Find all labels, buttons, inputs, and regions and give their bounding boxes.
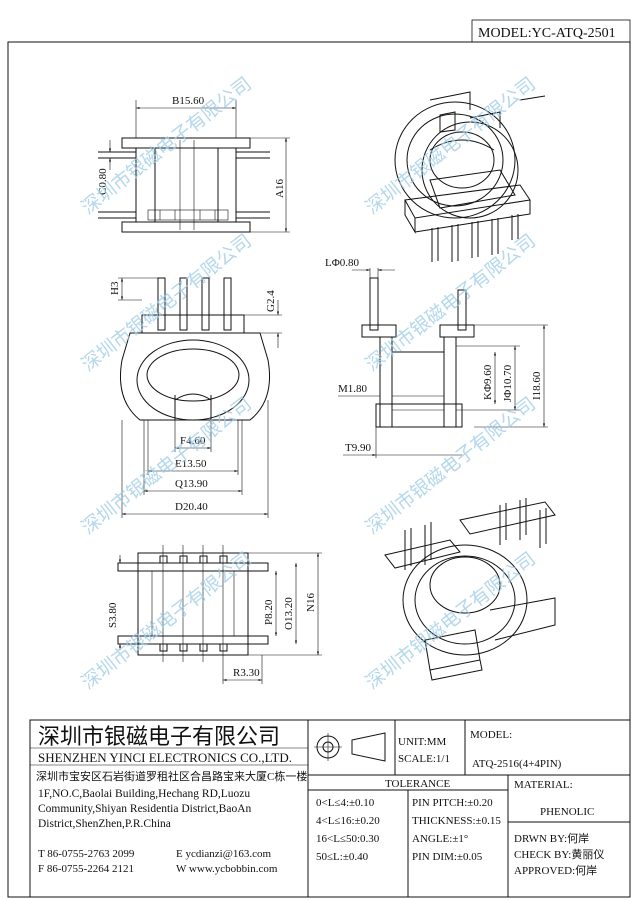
- dim-r: R3.30: [233, 667, 260, 679]
- isometric-view-top: [394, 91, 546, 262]
- dim-f: F4.60: [180, 435, 206, 447]
- tolerance-right: THICKNESS:±0.15: [412, 815, 501, 827]
- tolerance-left: 0<L≤4:±0.10: [316, 797, 375, 809]
- material-value: PHENOLIC: [540, 806, 594, 818]
- model-value: ATQ-2516(4+4PIN): [472, 758, 562, 770]
- drawn-by: DRWN BY:何岸: [514, 832, 589, 845]
- front-view: H3 G2.4 F4.60 E13.50 Q13.90 D20.40: [109, 277, 282, 518]
- email: E ycdianzi@163.com: [176, 848, 271, 860]
- company-name-cn: 深圳市银磁电子有限公司: [38, 724, 280, 749]
- watermark-text: 深圳市银磁电子有限公司: [362, 230, 540, 376]
- dim-d: D20.40: [175, 501, 208, 513]
- bottom-view: S3.80 P8.20 O13.20 N16 R3.30: [107, 545, 322, 684]
- title-block: 深圳市银磁电子有限公司 SHENZHEN YINCI ELECTRONICS C…: [29, 719, 631, 898]
- tolerance-left: 16<L≤50:0.30: [316, 833, 380, 845]
- tolerance-right: PIN PITCH:±0.20: [412, 797, 493, 809]
- scale-label: SCALE:1/1: [398, 753, 450, 765]
- watermark-text: 深圳市银磁电子有限公司: [362, 393, 540, 539]
- dim-t: T9.90: [345, 442, 371, 454]
- tolerance-right: PIN DIM:±0.05: [412, 851, 483, 863]
- dim-e: E13.50: [175, 458, 207, 470]
- isometric-view-bottom: [384, 498, 556, 681]
- side-section-view: LΦ0.80 KΦ9.60 JΦ10.70 I18.60 M1.80 T9.90: [325, 257, 548, 458]
- address-en-line: 1F,NO.C,Baolai Building,Hechang RD,Luozu: [38, 788, 250, 800]
- dim-a: A16: [274, 179, 286, 198]
- dim-j: JΦ10.70: [502, 364, 514, 402]
- dim-s: S3.80: [107, 602, 119, 628]
- website: W www.ycbobbin.com: [176, 863, 278, 875]
- model-label: MODEL:: [470, 729, 512, 741]
- checked-by: CHECK BY:黄丽仪: [514, 847, 604, 861]
- watermark-text: 深圳市银磁电子有限公司: [78, 73, 256, 219]
- dim-i: I18.60: [531, 371, 543, 400]
- fax: F 86-0755-2264 2121: [38, 863, 134, 875]
- tolerance-right: ANGLE:±1°: [412, 833, 468, 845]
- model-header: MODEL:YC-ATQ-2501: [478, 26, 616, 41]
- dim-g: G2.4: [265, 290, 277, 312]
- tolerance-title: TOLERANCE: [385, 778, 450, 790]
- dim-p: P8.20: [263, 599, 275, 625]
- dim-m: M1.80: [338, 383, 368, 395]
- address-cn: 深圳市宝安区石岩街道罗租社区合昌路宝来大厦C栋一楼: [36, 769, 307, 783]
- dim-n: N16: [305, 593, 317, 612]
- top-view: B15.60 C0.80 A16: [97, 95, 290, 233]
- address-en-line: Community,Shiyan Residentia District,Bao…: [38, 803, 252, 815]
- watermark-text: 深圳市银磁电子有限公司: [78, 393, 256, 539]
- dim-c: C0.80: [97, 168, 109, 195]
- tolerance-left: 4<L≤16:±0.20: [316, 815, 380, 827]
- dim-q: Q13.90: [175, 478, 208, 490]
- watermark-text: 深圳市银磁电子有限公司: [362, 548, 540, 694]
- company-name-en: SHENZHEN YINCI ELECTRONICS CO.,LTD.: [38, 750, 292, 765]
- material-label: MATERIAL:: [514, 779, 573, 791]
- dim-o: O13.20: [283, 597, 295, 630]
- dim-k: KΦ9.60: [482, 364, 494, 400]
- address-en-line: District,ShenZhen,P.R.China: [38, 818, 171, 830]
- unit-label: UNIT:MM: [398, 736, 447, 748]
- approved-by: APPROVED:何岸: [514, 864, 597, 877]
- projection-symbol-icon: [314, 732, 386, 762]
- watermark-text: 深圳市银磁电子有限公司: [78, 548, 256, 694]
- telephone: T 86-0755-2763 2099: [38, 848, 135, 860]
- dim-l: LΦ0.80: [325, 257, 360, 269]
- tolerance-left: 50≤L:±0.40: [316, 851, 369, 863]
- dim-b: B15.60: [172, 95, 205, 107]
- dim-h: H3: [109, 281, 121, 295]
